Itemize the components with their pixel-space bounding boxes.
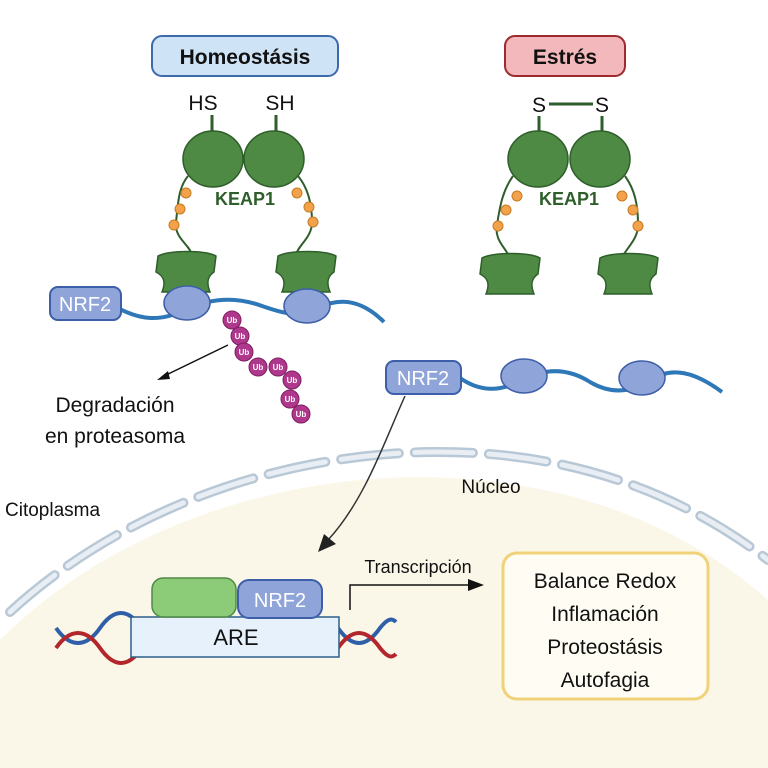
linker-bead (500, 204, 512, 216)
nrf2-label-nucleus: NRF2 (254, 590, 306, 612)
linker-bead (180, 187, 192, 199)
keap1-domain-right (243, 130, 305, 188)
partner-protein (151, 577, 237, 618)
dna-helix (54, 611, 398, 665)
nucleus-label: Núcleo (461, 477, 520, 498)
s-label-left: S (532, 94, 546, 117)
keap1-linker-left-stress (495, 175, 514, 259)
keap1-kelch-right (275, 250, 337, 293)
nrf2-box-free (385, 360, 462, 395)
nrf2-label-bound: NRF2 (59, 294, 111, 316)
linker-bead (307, 216, 319, 228)
linker-bead (511, 190, 523, 202)
linker-bead (168, 219, 180, 231)
ubiquitin-chain: Ub Ub Ub Ub Ub Ub Ub Ub (222, 310, 311, 424)
degradation-arrow (161, 344, 229, 378)
ub-label: Ub (273, 363, 284, 372)
nrf2-domain-bound-1 (163, 285, 211, 321)
stress-label: Estrés (533, 46, 597, 69)
ub-label: Ub (296, 410, 307, 419)
nrf2-box-bound (49, 286, 122, 321)
ub-label: Ub (253, 363, 264, 372)
target-item: Autofagia (561, 669, 650, 692)
nuclear-membrane-inner (7, 449, 768, 615)
nrf2-label-free: NRF2 (397, 368, 449, 390)
linker-bead (492, 220, 504, 232)
ub-label: Ub (227, 316, 238, 325)
keap1-domain-left (182, 130, 244, 188)
keap1-kelch-left (155, 250, 217, 293)
translocation-arrowhead (318, 534, 336, 552)
cytoplasm-label: Citoplasma (5, 500, 100, 521)
stress-label-box (504, 35, 626, 77)
linker-bead (632, 220, 644, 232)
target-item: Inflamación (551, 603, 658, 626)
translocation-arrow (327, 395, 406, 541)
homeostasis-label-box (151, 35, 339, 77)
ub-label: Ub (239, 348, 250, 357)
homeostasis-label: Homeostásis (180, 46, 311, 69)
nrf2-chain-free (458, 369, 724, 394)
keap1-linker-left (174, 175, 193, 256)
degradation-arrowhead (157, 371, 170, 380)
are-label: ARE (213, 625, 258, 650)
nrf2-domain-bound-2 (283, 288, 331, 324)
degradation-line1: Degradación (55, 394, 174, 417)
target-item: Proteostásis (547, 636, 663, 659)
transcription-arrow (349, 584, 468, 610)
keap1-kelch-right-stress (597, 252, 659, 295)
linker-bead (303, 201, 315, 213)
transcription-label: Transcripción (364, 557, 471, 577)
ub-label: Ub (235, 332, 246, 341)
sh-label: SH (265, 92, 294, 115)
nrf2-box-nucleus (237, 579, 323, 619)
target-item: Balance Redox (534, 570, 677, 593)
keap1-linker-right-stress (621, 175, 640, 259)
keap1-domain-right-stress (569, 130, 631, 188)
targets-box (501, 551, 710, 701)
nrf2-chain-bound (117, 297, 386, 324)
keap1-label-right: KEAP1 (539, 189, 599, 209)
nrf2-domain-free-2 (618, 360, 666, 396)
keap1-kelch-left-stress (479, 252, 541, 295)
linker-bead (174, 203, 186, 215)
are-box (130, 616, 340, 658)
keap1-label-left: KEAP1 (215, 189, 275, 209)
hs-label: HS (188, 92, 217, 115)
linker-bead (616, 190, 628, 202)
linker-bead (627, 204, 639, 216)
transcription-arrowhead (468, 579, 484, 591)
degradation-line2: en proteasoma (45, 425, 185, 448)
s-label-right: S (595, 94, 609, 117)
ub-label: Ub (285, 395, 296, 404)
nrf2-domain-free-1 (500, 358, 548, 394)
keap1-domain-left-stress (507, 130, 569, 188)
ub-label: Ub (287, 376, 298, 385)
linker-bead (291, 187, 303, 199)
